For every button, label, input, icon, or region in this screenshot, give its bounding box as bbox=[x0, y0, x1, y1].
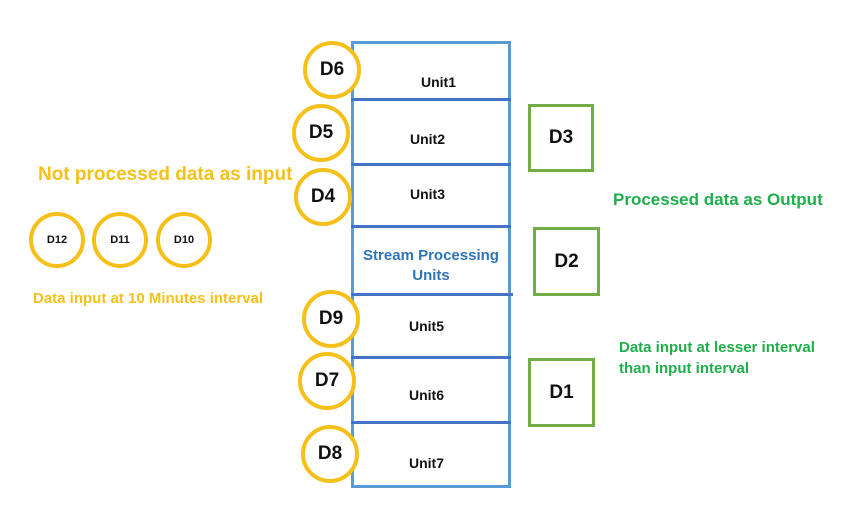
unit-divider bbox=[351, 293, 513, 296]
input-title: Not processed data as input bbox=[38, 164, 293, 185]
unit-divider bbox=[351, 163, 511, 166]
output-title: Processed data as Output bbox=[613, 190, 823, 209]
unit-5-label: Unit5 bbox=[409, 318, 444, 334]
data-circle-d9: D9 bbox=[302, 290, 360, 348]
processing-stack bbox=[351, 41, 511, 488]
output-box-d2: D2 bbox=[533, 227, 600, 296]
stream-processing-label: Stream Processing Units bbox=[363, 247, 499, 284]
unit-1-label: Unit1 bbox=[421, 74, 456, 90]
output-interval-caption-line-2: than input interval bbox=[619, 360, 750, 377]
data-circle-d4: D4 bbox=[294, 168, 352, 226]
queue-item-d12: D12 bbox=[29, 212, 85, 268]
unit-divider bbox=[351, 98, 511, 101]
unit-divider bbox=[351, 421, 511, 424]
data-circle-d5: D5 bbox=[292, 104, 350, 162]
output-box-d3: D3 bbox=[528, 104, 594, 172]
unit-6-label: Unit6 bbox=[409, 387, 444, 403]
output-box-d1: D1 bbox=[528, 358, 595, 427]
output-interval-caption-line-1: Data input at lesser interval bbox=[619, 339, 815, 356]
unit-divider bbox=[351, 225, 511, 228]
queue-item-d11: D11 bbox=[92, 212, 148, 268]
unit-3-label: Unit3 bbox=[410, 186, 445, 202]
output-interval-caption: Data input at lesser interval than input… bbox=[619, 337, 815, 379]
queue-item-d10: D10 bbox=[156, 212, 212, 268]
unit-2-label: Unit2 bbox=[410, 131, 445, 147]
input-interval-caption: Data input at 10 Minutes interval bbox=[33, 290, 264, 307]
unit-7-label: Unit7 bbox=[409, 455, 444, 471]
data-circle-d7: D7 bbox=[298, 352, 356, 410]
data-circle-d6: D6 bbox=[303, 41, 361, 99]
unit-divider bbox=[351, 356, 511, 359]
data-circle-d8: D8 bbox=[301, 425, 359, 483]
